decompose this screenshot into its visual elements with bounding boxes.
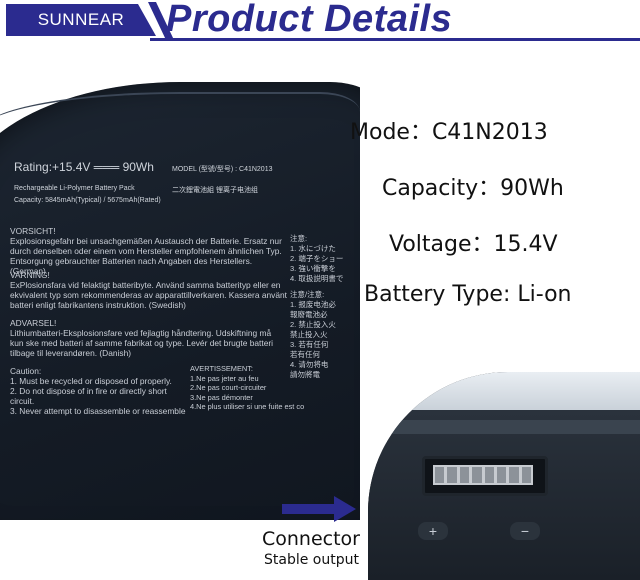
spec-model: Mode：C41N2013 bbox=[350, 120, 548, 145]
connector-pins bbox=[433, 465, 533, 485]
battery-edge bbox=[0, 92, 360, 134]
battery-label: Rating:+15.4V ═══ 90Wh MODEL (型號/型号) : C… bbox=[0, 142, 343, 502]
title-underline bbox=[150, 38, 640, 41]
cells-text: 二次鋰電池組 锂离子电池组 bbox=[172, 187, 258, 194]
caution-list: Caution: 1. Must be recycled or disposed… bbox=[10, 366, 186, 416]
japanese-notice: 注意: 1. 水にづけた 2. 端子をショー 3. 強い衝撃を 4. 取扱説明書… bbox=[290, 234, 344, 283]
chinese-notice: 注意/注意: 1. 报废电池必 報廢電池必 2. 禁止投入火 禁止投入火 3. … bbox=[290, 290, 336, 379]
connector-subcaption: Stable output bbox=[264, 552, 359, 568]
spec-voltage: Voltage：15.4V bbox=[389, 232, 558, 257]
model-text: MODEL (型號/型号) : C41N2013 bbox=[172, 166, 273, 173]
negative-terminal-mark: − bbox=[510, 522, 540, 540]
connector-background bbox=[368, 372, 640, 412]
pin bbox=[459, 467, 470, 483]
spec-battery-type: Battery Type: Li-on bbox=[364, 282, 572, 307]
brand-badge: SUNNEAR bbox=[6, 4, 156, 36]
connector-ridge bbox=[376, 420, 640, 434]
pin bbox=[472, 467, 482, 483]
advarsel-warning: ADVARSEL! Lithiumbatteri-Eksplosionsfare… bbox=[10, 318, 274, 358]
capacity-label-text: Capacity: 5845mAh(Typical) / 5675mAh(Rat… bbox=[14, 197, 161, 204]
varning-warning: VARNING! ExPlosionsfara vid felaktigt ba… bbox=[10, 270, 287, 310]
pin bbox=[496, 467, 507, 483]
pin bbox=[435, 467, 445, 483]
pin bbox=[521, 467, 531, 483]
battery-body bbox=[0, 82, 360, 520]
pin bbox=[484, 467, 494, 483]
connector-socket bbox=[422, 456, 548, 496]
pin bbox=[509, 467, 519, 483]
positive-terminal-mark: + bbox=[418, 522, 448, 540]
connector-caption: Connector bbox=[262, 528, 360, 550]
banner-slash bbox=[148, 2, 174, 40]
rechargeable-text: Rechargeable Li-Polymer Battery Pack bbox=[14, 185, 135, 192]
battery-photo: Rating:+15.4V ═══ 90Wh MODEL (型號/型号) : C… bbox=[0, 62, 360, 520]
arrow-right-icon bbox=[282, 496, 356, 522]
pin bbox=[447, 467, 457, 483]
page-title: Product Details bbox=[166, 0, 453, 40]
rating-text: Rating:+15.4V ═══ 90Wh bbox=[14, 160, 154, 174]
connector-photo: + − bbox=[368, 372, 640, 580]
vorsicht-warning: VORSICHT! Explosionsgefahr bei unsachgem… bbox=[10, 226, 282, 276]
avertissement-list: AVERTISSEMENT: 1.Ne pas jeter au feu 2.N… bbox=[190, 364, 305, 412]
header-banner: SUNNEAR Product Details bbox=[0, 0, 640, 42]
spec-capacity: Capacity：90Wh bbox=[382, 176, 564, 201]
